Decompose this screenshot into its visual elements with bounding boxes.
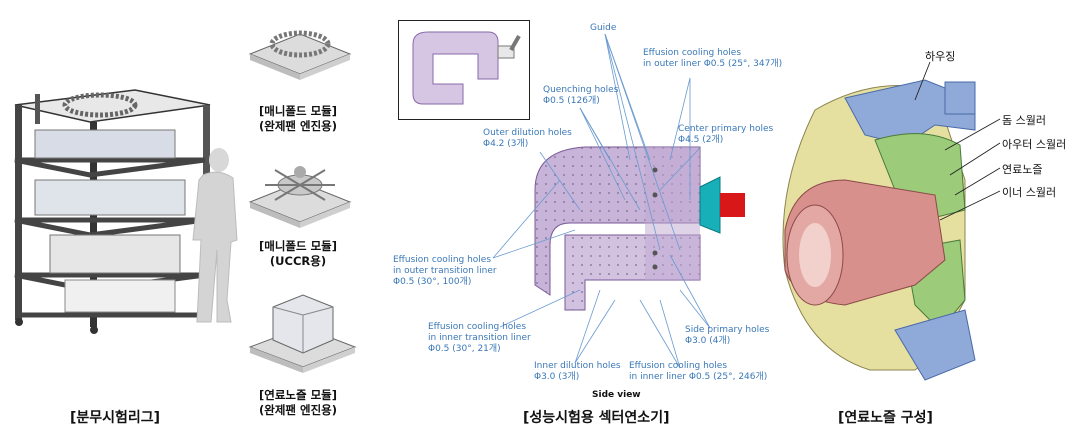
module-1-subtitle: (완제팬 엔진용) bbox=[259, 119, 337, 133]
callout-eot-line2: in outer transition liner bbox=[393, 266, 497, 276]
callout-center-primary: Center primary holes Φ4.5 (2개) bbox=[678, 124, 773, 146]
label-dome-swirler: 돔 스월러 bbox=[1002, 114, 1046, 127]
callout-quenching-line2: Φ0.5 (126개) bbox=[543, 96, 600, 106]
callout-outer-dilution-line1: Outer dilution holes bbox=[483, 128, 572, 138]
callout-inner-dilution-line2: Φ3.0 (3개) bbox=[534, 372, 580, 382]
caption-spray-test-rig: [분무시험리그] bbox=[70, 410, 161, 426]
manifold-module-uccr-illustration bbox=[248, 166, 352, 228]
callout-center-primary-line2: Φ4.5 (2개) bbox=[678, 135, 724, 145]
callout-effusion-inner-transition: Effusion cooling holes in inner transiti… bbox=[428, 322, 531, 355]
callout-eit-line2: in inner transition liner bbox=[428, 333, 531, 343]
module-label-2: [매니폴드 모듈] (UCCR용) bbox=[233, 239, 363, 269]
sector-combustor-illustration bbox=[534, 146, 745, 311]
callout-effusion-outer-line2: in outer liner Φ0.5 (25°, 347개) bbox=[643, 59, 783, 69]
label-inner-swirler: 이너 스월러 bbox=[1002, 186, 1057, 199]
module-3-subtitle: (완제팬 엔진용) bbox=[259, 403, 337, 417]
spray-test-rig-illustration bbox=[14, 89, 238, 334]
module-3-title: [연료노즐 모듈] bbox=[259, 388, 337, 402]
label-housing: 하우징 bbox=[925, 50, 956, 63]
callout-effusion-outer-line1: Effusion cooling holes bbox=[643, 48, 742, 58]
manifold-module-fullscale-illustration bbox=[248, 30, 352, 80]
module-2-subtitle: (UCCR용) bbox=[269, 254, 327, 268]
callout-side-primary: Side primary holes Φ3.0 (4개) bbox=[685, 325, 769, 347]
label-outer-swirler: 아우터 스월러 bbox=[1002, 138, 1067, 151]
callout-guide: Guide bbox=[590, 23, 617, 33]
side-view-label: Side view bbox=[592, 390, 641, 400]
callout-eit-line3: Φ0.5 (30°, 21개) bbox=[428, 344, 501, 354]
callout-inner-dilution-line1: Inner dilution holes bbox=[534, 361, 621, 371]
callout-inner-dilution: Inner dilution holes Φ3.0 (3개) bbox=[534, 361, 621, 383]
callout-effusion-outer-transition: Effusion cooling holes in outer transiti… bbox=[393, 255, 497, 288]
callout-effusion-outer: Effusion cooling holes in outer liner Φ0… bbox=[643, 48, 782, 70]
callout-effusion-inner-line2: in inner liner Φ0.5 (25°, 246개) bbox=[629, 372, 768, 382]
callout-side-primary-line1: Side primary holes bbox=[685, 325, 770, 335]
module-label-1: [매니폴드 모듈] (완제팬 엔진용) bbox=[233, 104, 363, 134]
callout-eot-line3: Φ0.5 (30°, 100개) bbox=[393, 277, 472, 287]
fuel-nozzle-module-illustration bbox=[248, 294, 357, 373]
callout-effusion-inner-line1: Effusion cooling holes bbox=[629, 361, 728, 371]
module-1-title: [매니폴드 모듈] bbox=[259, 104, 337, 118]
callout-side-primary-line2: Φ3.0 (4개) bbox=[685, 336, 731, 346]
label-fuel-nozzle: 연료노즐 bbox=[1002, 163, 1043, 176]
caption-sector-combustor: [성능시험용 섹터연소기] bbox=[523, 410, 670, 426]
caption-fuel-nozzle: [연료노즐 구성] bbox=[838, 410, 933, 426]
module-label-3: [연료노즐 모듈] (완제팬 엔진용) bbox=[233, 388, 363, 418]
callout-quenching: Quenching holes Φ0.5 (126개) bbox=[543, 85, 618, 107]
callout-outer-dilution-line2: Φ4.2 (3개) bbox=[483, 139, 529, 149]
callout-quenching-line1: Quenching holes bbox=[543, 85, 619, 95]
callout-center-primary-line1: Center primary holes bbox=[678, 124, 774, 134]
callout-eit-line1: Effusion cooling holes bbox=[428, 322, 527, 332]
combustor-inset-illustration bbox=[412, 31, 521, 105]
callout-eot-line1: Effusion cooling holes bbox=[393, 255, 492, 265]
callout-outer-dilution: Outer dilution holes Φ4.2 (3개) bbox=[483, 128, 572, 150]
module-2-title: [매니폴드 모듈] bbox=[259, 239, 337, 253]
fuel-nozzle-cutaway-illustration bbox=[782, 79, 976, 381]
callout-effusion-inner: Effusion cooling holes in inner liner Φ0… bbox=[629, 361, 767, 383]
